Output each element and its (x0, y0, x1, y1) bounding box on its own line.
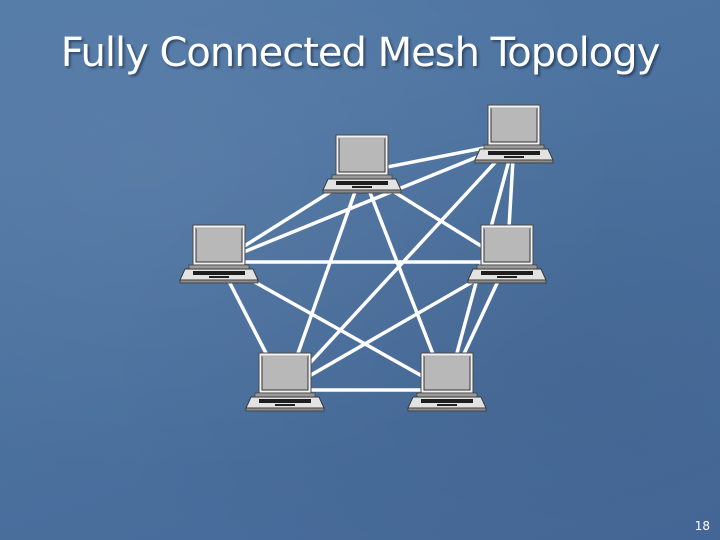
laptop-icon (467, 224, 547, 284)
slide-number: 18 (694, 519, 710, 533)
laptop-icon (322, 134, 402, 194)
slide-title: Fully Connected Mesh Topology (60, 30, 661, 76)
laptop-icon (474, 104, 554, 164)
mesh-nodes (179, 104, 554, 412)
laptop-icon (407, 352, 487, 412)
mesh-link (283, 140, 516, 392)
laptop-icon (179, 224, 259, 284)
mesh-link (217, 140, 516, 264)
